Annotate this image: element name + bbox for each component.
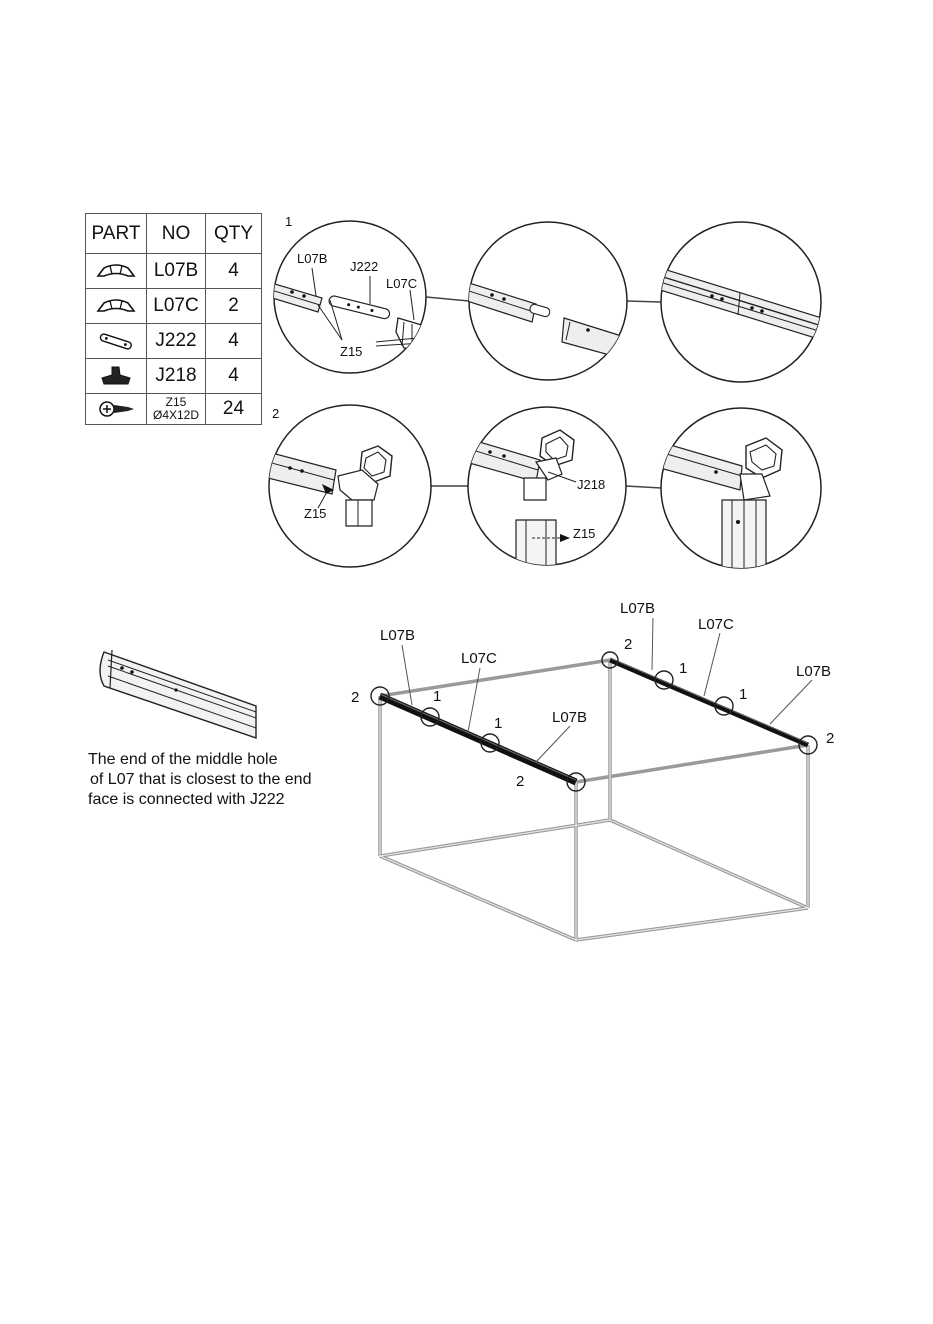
left-top-rail: L07B L07C L07B 2 1 1 2 — [351, 627, 587, 791]
mark-2: 2 — [624, 636, 632, 653]
connector-line — [627, 301, 661, 302]
step-1-detail-a: L07B J222 L07C Z15 — [266, 221, 442, 373]
mark-2: 2 — [351, 689, 359, 706]
step-1-detail-b — [464, 222, 628, 380]
label-l07c: L07C — [386, 276, 417, 291]
connector-line — [426, 297, 469, 301]
connector-line — [626, 486, 661, 488]
label-l07b: L07B — [620, 600, 655, 617]
note-line: of L07 that is closest to the end — [88, 770, 378, 790]
l07-rail-detail — [100, 650, 256, 738]
step-2-number: 2 — [272, 406, 279, 421]
note-line: The end of the middle hole — [88, 750, 378, 770]
mark-1: 1 — [494, 715, 502, 732]
label-j218: J218 — [577, 477, 605, 492]
label-l07b: L07B — [796, 663, 831, 680]
label-l07b: L07B — [297, 251, 327, 266]
label-z15: Z15 — [573, 526, 595, 541]
mark-1: 1 — [739, 686, 747, 703]
label-j222: J222 — [350, 259, 378, 274]
step-2-detail-b: J218 Z15 — [466, 407, 626, 570]
mark-2: 2 — [826, 730, 834, 747]
mark-1: 1 — [679, 660, 687, 677]
mark-2: 2 — [516, 773, 524, 790]
step-2-detail-c — [660, 408, 821, 572]
note-line: face is connected with J222 — [88, 790, 378, 810]
label-l07b: L07B — [380, 627, 415, 644]
mark-1: 1 — [433, 688, 441, 705]
label-l07c: L07C — [698, 616, 734, 633]
label-l07c: L07C — [461, 650, 497, 667]
label-z15: Z15 — [340, 344, 362, 359]
step-1-number: 1 — [285, 214, 292, 229]
right-top-rail: L07B L07C L07B 2 1 1 2 — [602, 600, 834, 754]
step-1-detail-c — [660, 222, 822, 382]
step-2-detail-a: Z15 — [268, 405, 431, 567]
assembly-note: The end of the middle hole of L07 that i… — [88, 750, 378, 810]
label-l07b: L07B — [552, 709, 587, 726]
label-z15: Z15 — [304, 506, 326, 521]
